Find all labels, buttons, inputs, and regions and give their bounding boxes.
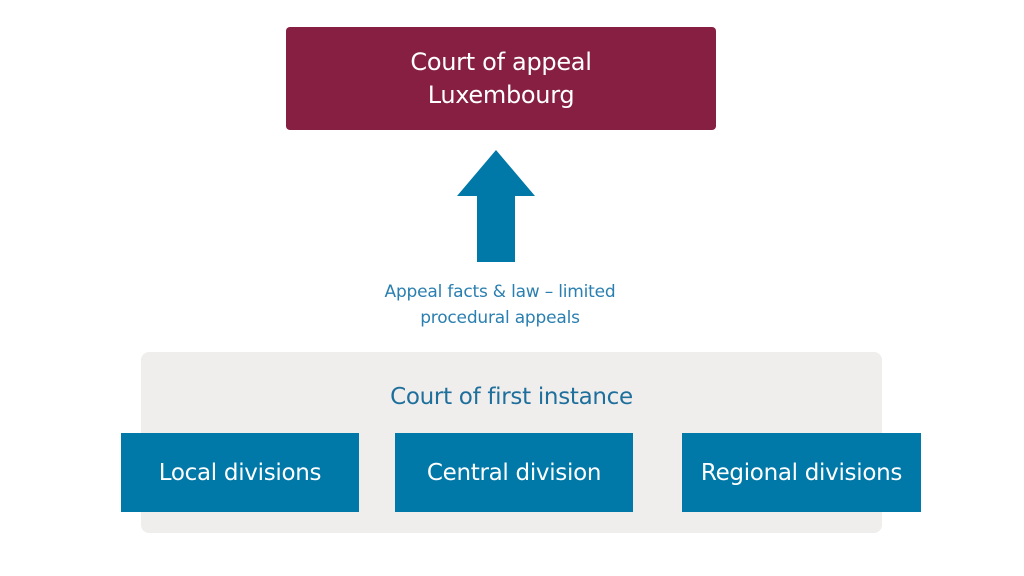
court-of-appeal-location: Luxembourg (427, 80, 575, 109)
appeal-scope-line-1: Appeal facts & law – limited (384, 282, 616, 302)
up-arrow-icon (457, 150, 535, 262)
local-divisions-box: Local divisions (121, 433, 359, 512)
appeal-scope-note: Appeal facts & law – limited procedural … (330, 279, 670, 331)
regional-divisions-box: Regional divisions (682, 433, 921, 512)
court-of-first-instance-title: Court of first instance (390, 384, 633, 410)
court-of-appeal-box: Court of appeal Luxembourg (286, 27, 716, 130)
appeal-scope-line-2: procedural appeals (420, 308, 580, 328)
court-of-appeal-label: Court of appeal (410, 47, 592, 76)
central-division-box: Central division (395, 433, 633, 512)
